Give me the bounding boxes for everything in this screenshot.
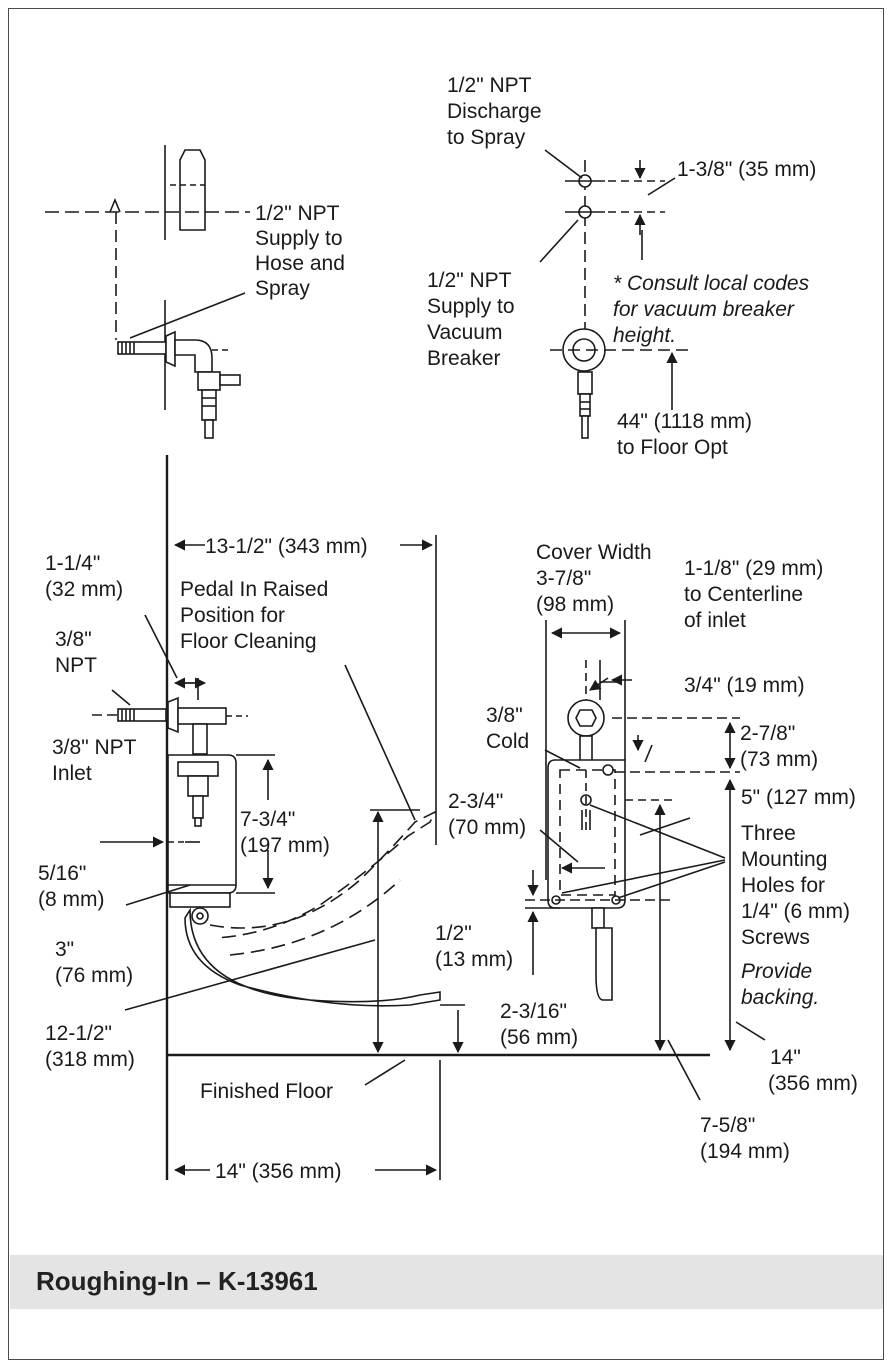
dim-44-floor: 44" (1118 mm) to Floor Opt xyxy=(617,410,758,459)
dim-14-right: 14" (356 mm) xyxy=(768,1046,858,1095)
dim-1-1-4: 1-1/4" (32 mm) xyxy=(45,552,123,601)
dim-2-3-4: 2-3/4" (70 mm) xyxy=(448,790,526,839)
dim-14-bottom: 14" (356 mm) xyxy=(215,1160,342,1183)
centerline-label: 1-1/8" (29 mm) to Centerline of inlet xyxy=(684,557,829,632)
diagram-geometry xyxy=(45,145,766,1180)
dim-12-1-2: 12-1/2" (318 mm) xyxy=(45,1022,135,1071)
dim-3: 3" (76 mm) xyxy=(55,938,133,987)
cover-width-label: Cover Width 3-7/8" (98 mm) xyxy=(536,541,657,616)
finished-floor-label: Finished Floor xyxy=(200,1080,333,1103)
drawing-frame xyxy=(8,8,884,1360)
dim-7-5-8: 7-5/8" (194 mm) xyxy=(700,1114,790,1163)
cold-label: 3/8" Cold xyxy=(486,704,529,753)
supply-vb-label: 1/2" NPT Supply to Vacuum Breaker xyxy=(427,269,520,370)
dim-2-3-16: 2-3/16" (56 mm) xyxy=(500,1000,578,1049)
footer-band xyxy=(10,1255,883,1309)
mounting-holes-label: Three Mounting Holes for 1/4" (6 mm) Scr… xyxy=(741,822,856,949)
dim-13-5: 13-1/2" (343 mm) xyxy=(205,535,368,558)
pedal-note: Pedal In Raised Position for Floor Clean… xyxy=(180,578,334,653)
backing-note: Provide backing. xyxy=(741,960,819,1009)
supply-hose-label: 1/2" NPT Supply to Hose and Spray xyxy=(255,202,351,300)
dim-1-2: 1/2" (13 mm) xyxy=(435,922,513,971)
page-title: Roughing-In – K-13961 xyxy=(36,1266,318,1296)
front-view-labels: Cover Width 3-7/8" (98 mm) 1-1/8" (29 mm… xyxy=(486,541,858,1163)
top-left-labels: 1/2" NPT Supply to Hose and Spray xyxy=(255,202,351,300)
dim-2-7-8: 2-7/8" (73 mm) xyxy=(740,722,818,771)
dim-5-16: 5/16" (8 mm) xyxy=(38,862,105,911)
side-view-labels: 13-1/2" (343 mm) 1-1/4" (32 mm) Pedal In… xyxy=(38,535,526,1183)
discharge-label: 1/2" NPT Discharge to Spray xyxy=(447,74,547,149)
dim-3-4: 3/4" (19 mm) xyxy=(684,674,805,697)
dim-7-3-4: 7-3/4" (197 mm) xyxy=(240,808,330,857)
npt-3-8: 3/8" NPT xyxy=(55,628,98,677)
inlet-label: 3/8" NPT Inlet xyxy=(52,736,142,785)
dim-5: 5" (127 mm) xyxy=(741,786,856,809)
dim-1-3-8: 1-3/8" (35 mm) xyxy=(677,158,816,181)
top-right-labels: 1/2" NPT Discharge to Spray 1-3/8" (35 m… xyxy=(427,74,816,459)
code-note: * Consult local codes for vacuum breaker… xyxy=(613,272,815,347)
